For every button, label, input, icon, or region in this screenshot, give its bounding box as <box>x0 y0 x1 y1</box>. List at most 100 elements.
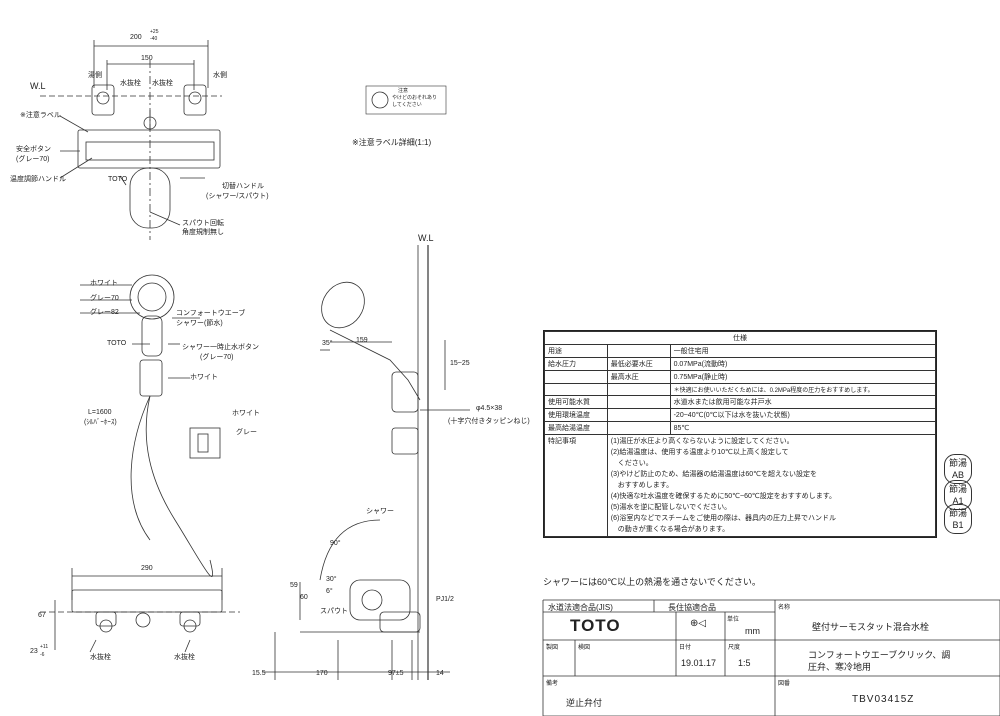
badge-top: 節湯 <box>948 484 967 494</box>
wl-side: W.L <box>418 233 434 243</box>
remarks-label: 備考 <box>546 681 559 687</box>
switch-handle-label: 切替ハンドル <box>222 183 264 190</box>
front-water-stop-left: 水抜栓 <box>90 654 111 661</box>
shower-grey70: グレー70 <box>90 295 119 302</box>
drawing-label: 図番 <box>778 681 791 687</box>
temp-handle-label: 温度調節ハンドル <box>10 176 66 183</box>
projection-symbol: ⊕◁ <box>690 618 707 629</box>
dim-23-tol-minus: -6 <box>40 652 45 658</box>
dim-59: 59 <box>290 582 298 589</box>
note-line: (5)湯水を逆に配管しないでください。 <box>610 504 732 511</box>
caution-detail: ※注意ラベル詳細(1:1) <box>352 138 432 147</box>
safety-button-label: 安全ボタン <box>16 146 51 153</box>
drawing-number: TBV03415Z <box>852 694 915 705</box>
spec-value: 0.07MPa(流動時) <box>669 357 937 371</box>
dim-170: 170 <box>316 670 328 677</box>
date-label: 日付 <box>679 645 692 651</box>
angle-90: 90° <box>330 540 341 547</box>
spec-title: 仕様 <box>544 331 936 345</box>
dim-67: 67 <box>38 612 46 619</box>
caution-label-line1: やけどのおそれあり <box>392 95 438 101</box>
angle-35: 35° <box>322 340 333 347</box>
badge-bottom: B1 <box>952 520 964 530</box>
badge-ab: 節湯 AB <box>944 454 972 484</box>
spec-key: 用途 <box>544 344 608 358</box>
badge-bottom: AB <box>951 470 964 480</box>
shower-white: ホワイト <box>90 280 118 287</box>
note-line: (2)給湯温度は、使用する温度より10℃以上高く設定して <box>610 449 789 456</box>
date-value: 19.01.17 <box>681 658 717 668</box>
screw-spec: φ4.5×38 <box>476 405 503 412</box>
scale-label: 尺度 <box>728 645 741 651</box>
front-view <box>40 568 240 653</box>
side-view <box>262 245 470 680</box>
dim-23: 23 <box>30 648 38 655</box>
shower-comfort-1: コンフォートウエーブ <box>176 310 246 317</box>
cold-side-label: 水側 <box>213 72 227 79</box>
unit-value: mm <box>745 626 760 636</box>
dim-97: 97±5 <box>388 670 404 677</box>
name-label: 名称 <box>778 605 791 611</box>
spec-value: 0.75MPa(静止時) <box>669 370 937 384</box>
spec-key: 使用可能水質 <box>544 395 608 409</box>
note-line: (1)湯圧が水圧より高くならないように設定してください。 <box>610 438 794 445</box>
note-line: (4)快適な吐水温度を確保するために50℃~60℃設定をおすすめします。 <box>610 493 837 500</box>
series-line1: コンフォートウエーブクリック、調 <box>808 650 951 660</box>
spec-value: 一般住宅用 <box>669 344 937 358</box>
badge-a1: 節湯 A1 <box>944 480 972 510</box>
spout-rotate-1: スパウト回転 <box>182 220 224 227</box>
caution-label-box <box>365 85 447 115</box>
hose-length: L=1600 <box>88 409 112 416</box>
holder-white: ホワイト <box>232 410 260 417</box>
angle-6: 6° <box>326 588 333 595</box>
switch-handle-sub: (シャワー/スパウト) <box>206 193 269 200</box>
caution-label-callout: ※注意ラベル <box>20 112 61 119</box>
dim-290: 290 <box>141 565 153 572</box>
holder-grey: グレー <box>236 429 257 436</box>
spec-value: 85℃ <box>669 421 937 435</box>
shower-stop-button-color: (グレー70) <box>200 354 234 361</box>
warning-text: シャワーには60℃以上の熱湯を通さないでください。 <box>543 577 761 587</box>
water-stop-left: 水抜栓 <box>120 80 141 87</box>
dim-200: 200 <box>130 34 142 41</box>
badge-top: 節湯 <box>948 508 967 518</box>
spec-key: 給水圧力 <box>544 357 608 371</box>
caution-label-line2: してください <box>392 102 422 108</box>
badge-bottom: A1 <box>952 496 964 506</box>
shower-stop-button: シャワー一時止水ボタン <box>182 344 259 351</box>
dim-159: 159 <box>356 337 368 344</box>
note-line: ください。 <box>610 460 653 467</box>
dim-23-tol-plus: +11 <box>40 644 49 650</box>
note-line: (6)浴室内などでスチームをご使用の際は、器具内の圧力上昇でハンドル <box>610 515 837 522</box>
shower-toto: TOTO <box>107 340 127 347</box>
top-view-faucet <box>40 40 222 240</box>
hot-side-label: 湯側 <box>88 72 102 79</box>
badge-b1: 節湯 B1 <box>944 504 972 534</box>
wl-top: W.L <box>30 81 46 91</box>
jis-label: 水道法適合品(JIS) <box>548 603 613 612</box>
spec-value: 水道水または飲用可能な井戸水 <box>669 395 937 409</box>
unit-label: 単位 <box>727 617 740 623</box>
dim-150: 150 <box>141 55 153 62</box>
spec-notes: (1)湯圧が水圧より高くならないように設定してください。 (2)給湯温度は、使用… <box>606 434 937 537</box>
dim-200-tol-plus: +25 <box>150 29 159 35</box>
caution-label-title: 注意 <box>398 88 409 94</box>
water-stop-right: 水抜栓 <box>152 80 173 87</box>
dim-60: 60 <box>300 594 308 601</box>
angle-30: 30° <box>326 576 337 583</box>
shower-comfort-2: シャワー(節水) <box>176 320 223 327</box>
remarks-value: 逆止弁付 <box>566 698 603 708</box>
spec-value: -20~40℃(0℃以下は水を抜いた状態) <box>669 408 937 422</box>
dim-15-5: 15.5 <box>252 670 266 677</box>
toto-brand: TOTO <box>570 616 621 635</box>
title-block-lines <box>542 599 1000 716</box>
spout-label-side: スパウト <box>320 608 348 615</box>
screw-spec-sub: (十字穴付きタッピンねじ) <box>448 418 530 425</box>
note-line: (3)やけど防止のため、給湯器の給湯温度は60℃を超えない設定を <box>610 471 817 478</box>
spout-rotate-2: 角度規制無し <box>182 229 224 236</box>
note-line: おすすめします。 <box>610 482 674 489</box>
note-line: の動きが重くなる場合があります。 <box>610 526 730 533</box>
shower-label-side: シャワー <box>366 508 394 515</box>
dim-15-25: 15~25 <box>450 360 470 367</box>
